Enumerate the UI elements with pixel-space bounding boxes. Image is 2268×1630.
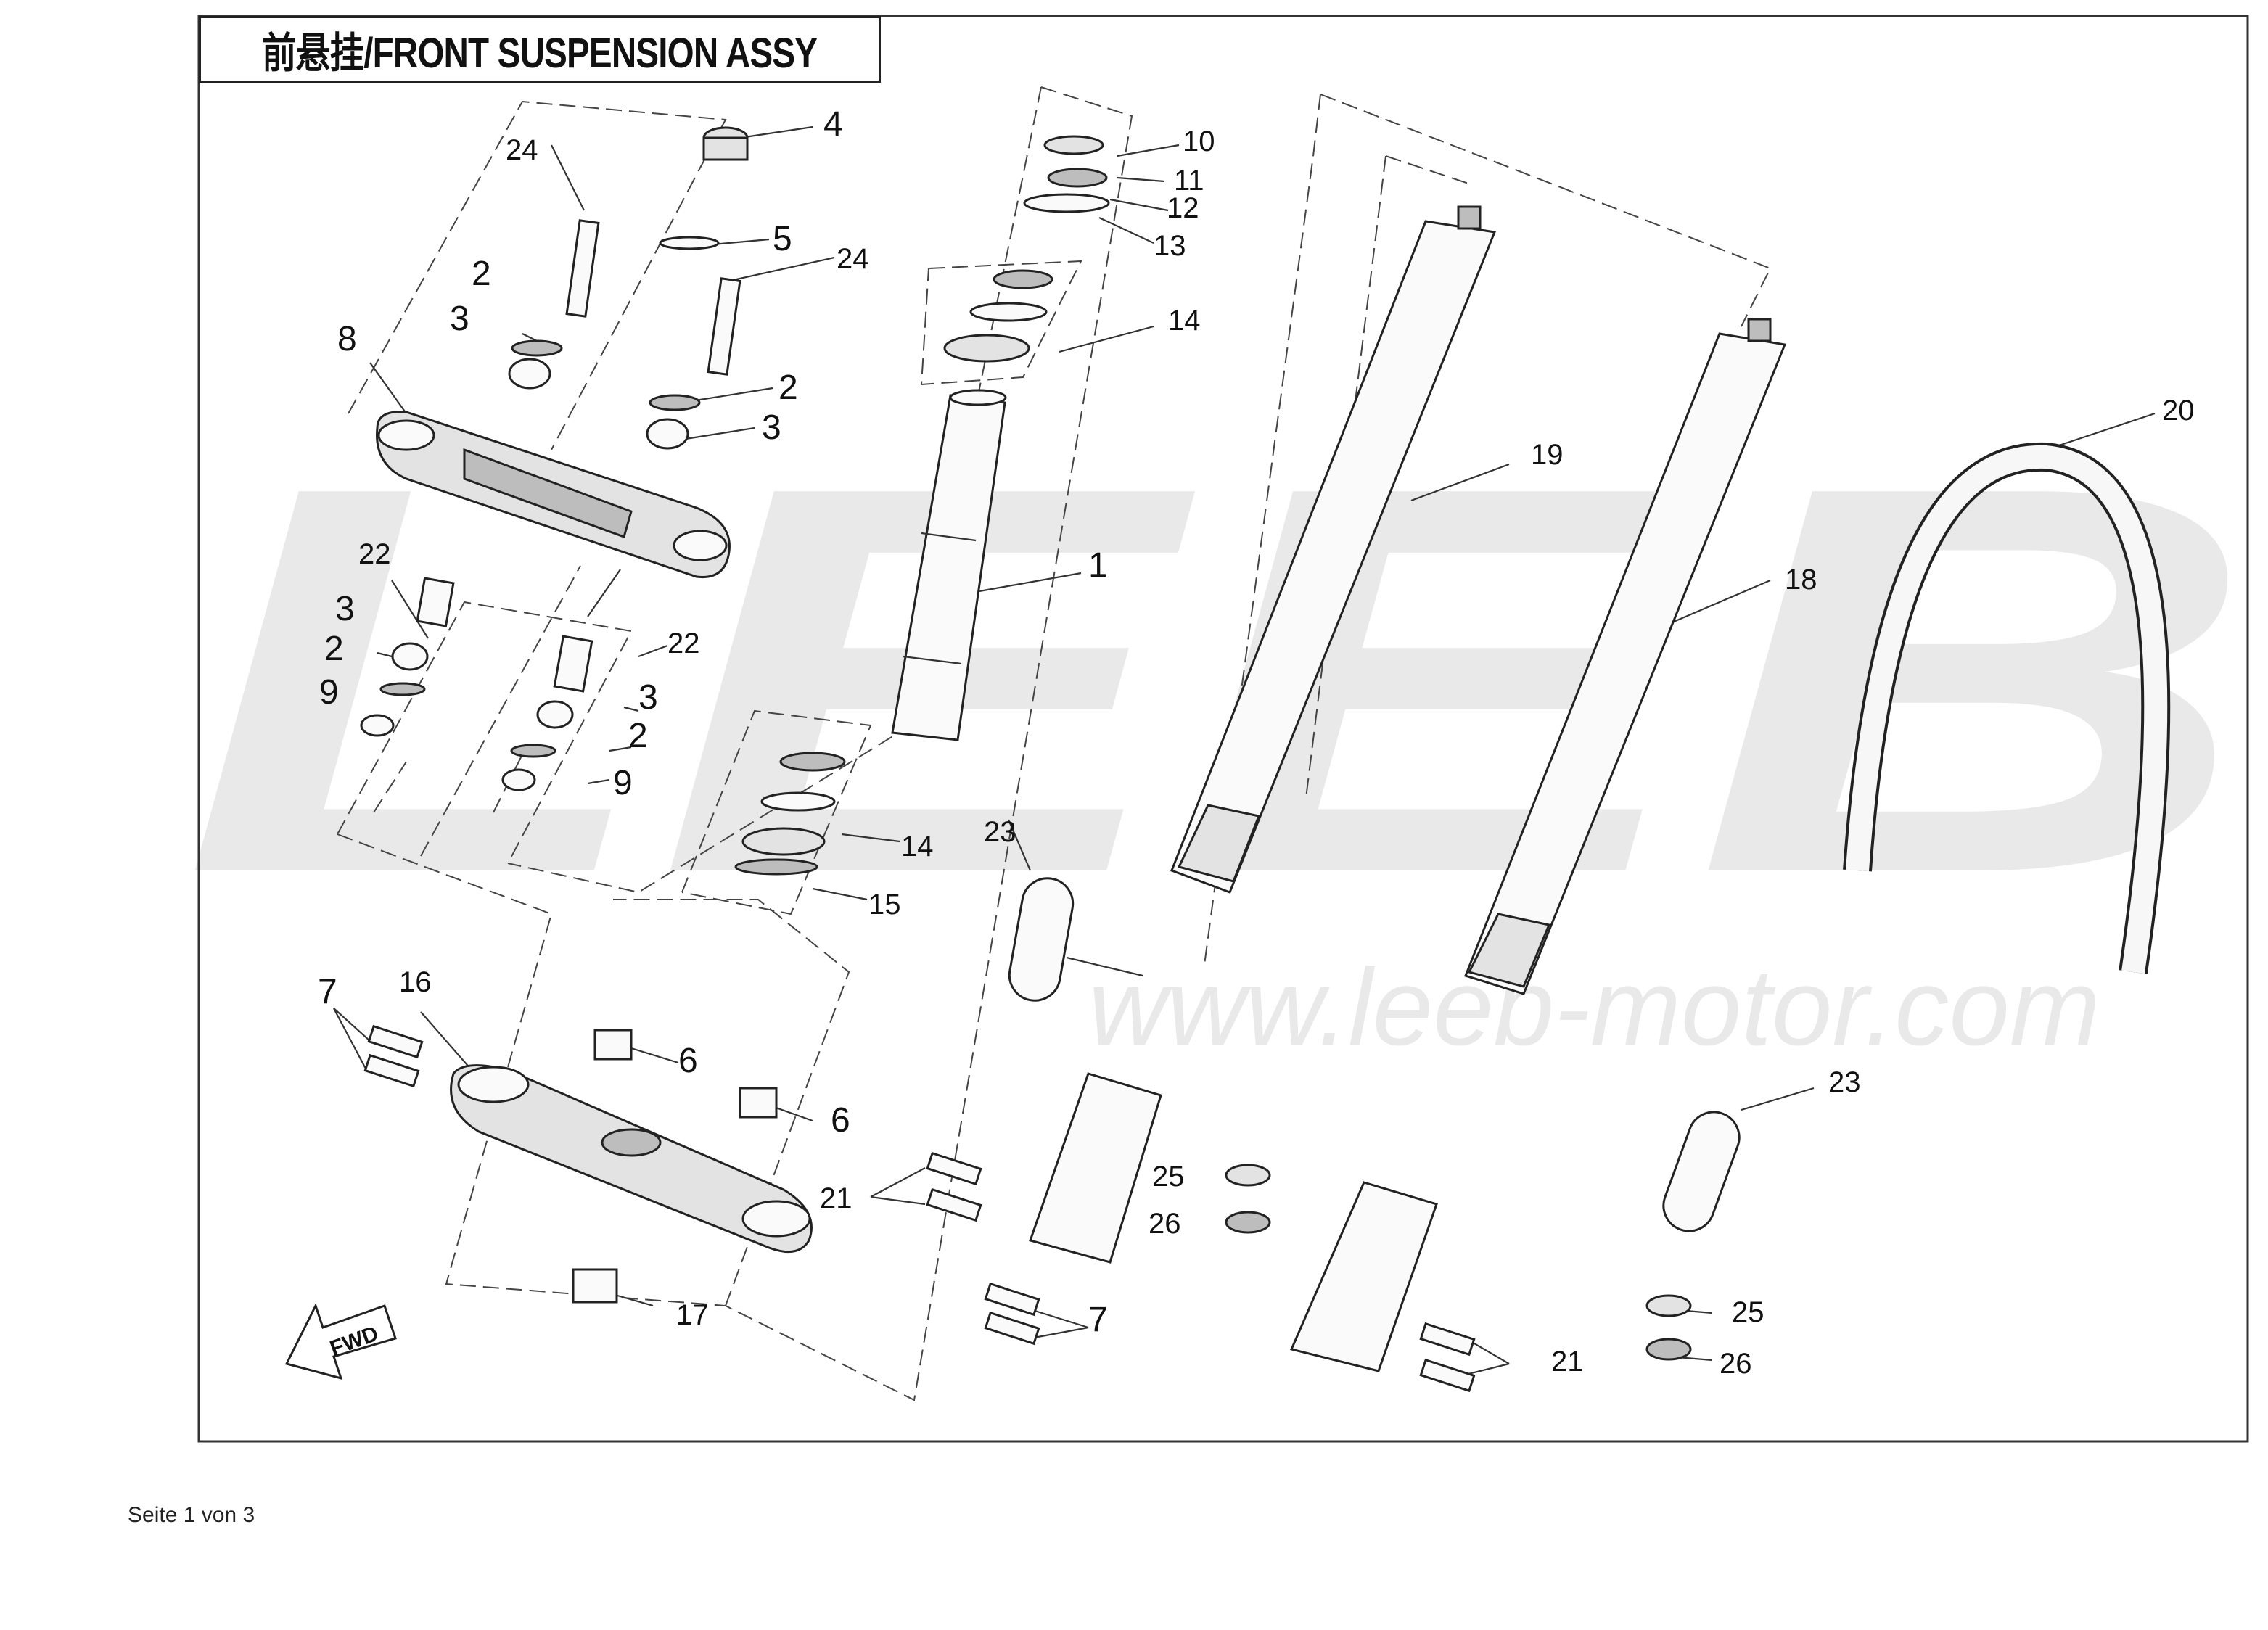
callout-3: 3 <box>450 300 469 338</box>
callout-24: 24 <box>837 243 869 275</box>
callout-9: 9 <box>319 673 339 712</box>
callout-9: 9 <box>613 764 633 802</box>
fwd-direction-arrow: FWD <box>284 1303 397 1380</box>
callout-13: 13 <box>1154 230 1186 262</box>
callout-18: 18 <box>1785 564 1817 596</box>
callout-19: 19 <box>1531 439 1564 471</box>
diagram-frame <box>197 15 2249 1443</box>
callout-7: 7 <box>1088 1301 1108 1339</box>
callout-7: 7 <box>318 973 337 1011</box>
callout-3: 3 <box>335 590 355 628</box>
callout-4: 4 <box>823 105 843 144</box>
callout-2: 2 <box>778 369 798 407</box>
callout-26: 26 <box>1720 1348 1752 1380</box>
callout-3: 3 <box>638 678 658 717</box>
callout-23: 23 <box>984 816 1016 848</box>
callout-labels: 1 2 2 2 2 3 3 3 3 4 5 6 6 7 7 8 9 9 10 1… <box>318 105 2195 1380</box>
callout-24: 24 <box>506 134 538 166</box>
callout-22: 22 <box>667 627 700 659</box>
callout-11: 11 <box>1174 165 1204 197</box>
callout-6: 6 <box>678 1042 698 1080</box>
steering-stem <box>891 389 1007 741</box>
fork-leg-right <box>1289 318 1787 1372</box>
title-box: 前悬挂/FRONT SUSPENSION ASSY <box>199 16 881 83</box>
callout-15: 15 <box>868 889 901 921</box>
callout-25: 25 <box>1152 1161 1185 1193</box>
callout-3: 3 <box>762 408 781 447</box>
callout-23: 23 <box>1828 1066 1861 1098</box>
page-title: 前悬挂/FRONT SUSPENSION ASSY <box>262 30 818 77</box>
callout-12: 12 <box>1167 192 1199 224</box>
callout-2: 2 <box>324 630 344 668</box>
page-footer: Seite 1 von 3 <box>128 1503 255 1527</box>
callout-5: 5 <box>773 220 792 258</box>
callout-8: 8 <box>337 320 357 358</box>
callout-26: 26 <box>1149 1208 1181 1240</box>
fork-guard <box>1843 442 2171 974</box>
callout-20: 20 <box>2162 395 2195 427</box>
callout-6: 6 <box>831 1101 850 1140</box>
callout-14: 14 <box>1168 305 1201 337</box>
callout-1: 1 <box>1088 546 1108 585</box>
leader-lines <box>333 125 2156 1376</box>
callout-25: 25 <box>1732 1296 1764 1328</box>
callout-2: 2 <box>628 717 648 755</box>
callout-14: 14 <box>901 831 934 863</box>
callout-10: 10 <box>1183 125 1215 157</box>
callout-16: 16 <box>399 966 432 998</box>
upper-triple-clamp <box>376 411 731 579</box>
leeb-watermark-url: www.leeb-motor.com <box>1088 946 2100 1068</box>
fork-leg-left <box>1029 205 1497 1264</box>
callout-22: 22 <box>358 538 391 570</box>
callout-2: 2 <box>472 255 491 293</box>
small-parts <box>360 126 1741 1393</box>
callout-17: 17 <box>676 1299 709 1331</box>
callout-21: 21 <box>1551 1346 1584 1378</box>
callout-21: 21 <box>820 1182 852 1214</box>
lower-triple-clamp <box>450 1064 813 1254</box>
